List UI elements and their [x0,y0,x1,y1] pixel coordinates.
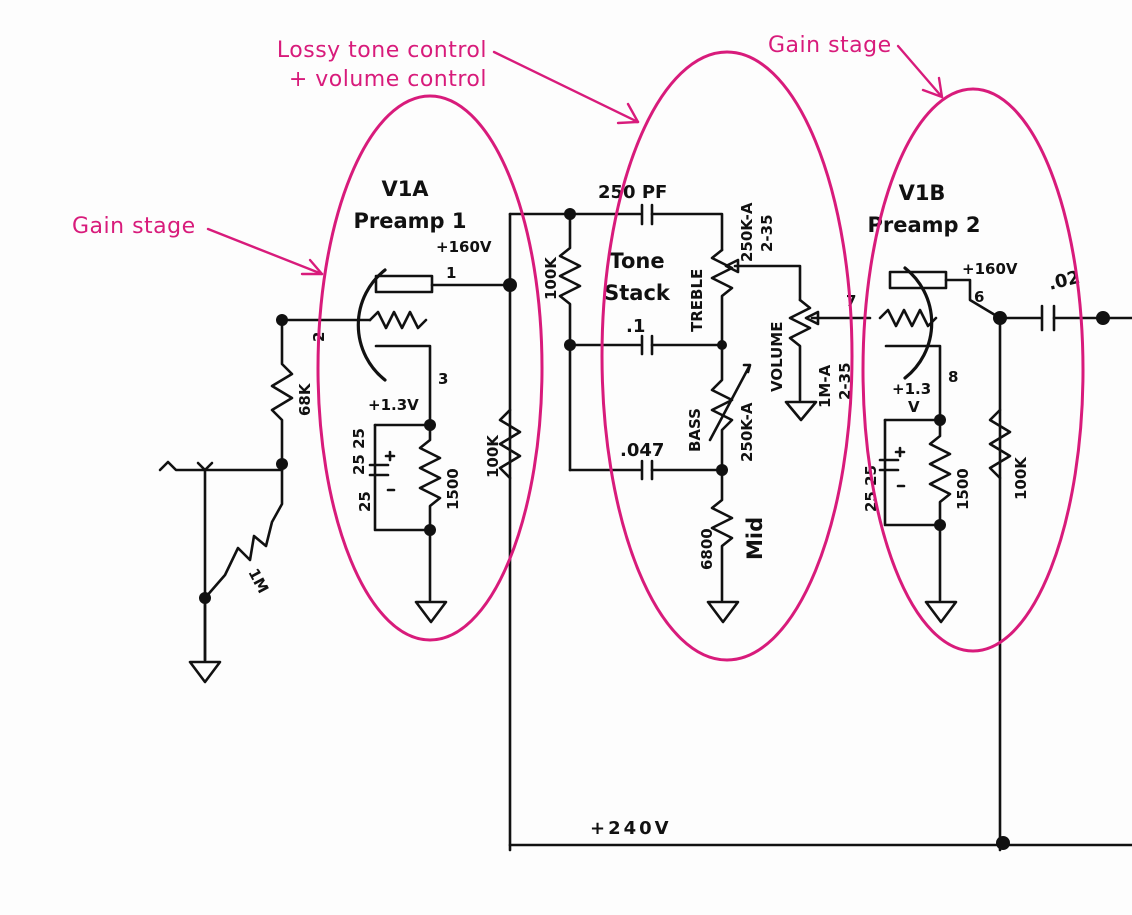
annotation-tone-control-line1: Lossy tone control [277,38,487,63]
junction-dot [503,278,517,292]
junction-dot [276,314,288,326]
junction-dot [716,464,728,476]
schematic-wires [158,203,1132,852]
pin-label: 8 [948,368,958,386]
annotation-arrows [206,44,944,276]
bass-pot-value: 250K-A [738,402,756,462]
cap-047-label: .047 [620,440,664,461]
output-terminal [1096,311,1110,325]
pin-label: 1 [446,264,456,282]
tone-stack-label: Stack [604,281,671,305]
v1b-title: Preamp 2 [868,213,981,237]
tone-stack-label: Tone [609,249,664,273]
cap-point1-label: .1 [626,316,645,337]
cathode-voltage-label: +1.3 [892,380,931,398]
junction-dot [934,414,946,426]
pin-label: 3 [438,370,448,388]
annotation-labels: Gain stage Lossy tone control + volume c… [72,33,892,239]
volume-pot-code: 2-35 [836,362,854,400]
resistor-1m-label: 1M [244,565,272,596]
tone-control-ellipse [600,50,854,662]
cathode-voltage-label: V [908,398,920,416]
mid-resistor-value: 6800 [698,528,716,570]
junction-dot [424,419,436,431]
volume-pot-label: VOLUME [768,322,786,392]
plate-voltage-label: +160V [436,238,492,256]
arrow-gain-stage-right [896,44,944,99]
capacitor-polarity-marks [384,446,906,492]
plate-resistor-label: 100K [1012,456,1030,500]
cathode-resistor-label: 1500 [444,468,462,510]
supply-voltage-label: +240V [590,818,672,839]
junction-dot [424,524,436,536]
arrow-tone-control [492,50,640,124]
plate-resistor-label: 100K [484,434,502,478]
cathode-cap-label: 25 [356,491,374,512]
cap-250pf-label: 250 PF [598,182,667,203]
volume-pot-value: 1M-A [816,364,834,408]
mid-label: Mid [743,517,767,560]
v1a-title: Preamp 1 [354,209,467,233]
pin-label: 6 [974,288,984,306]
treble-pot-label: TREBLE [688,269,706,332]
annotation-gain-stage-left: Gain stage [72,214,196,239]
junction-dot [199,592,211,604]
annotation-tone-control-line2: + volume control [289,67,487,92]
tone-resistor-label: 100K [542,256,560,300]
junction-dot [996,836,1010,850]
resistor-68k-label: 68K [296,382,314,416]
junction-dot [993,311,1007,325]
junction-dot [934,519,946,531]
treble-pot-code: 2-35 [758,214,776,252]
gain-stage-1-ellipse [316,94,544,642]
bass-pot-label: BASS [686,408,704,452]
gain-stage-2-ellipse [861,87,1085,653]
cathode-cap-label: 25 25 [350,428,368,475]
arrow-gain-stage-left [206,227,324,276]
cathode-resistor-label: 1500 [954,468,972,510]
treble-pot-value: 250K-A [738,202,756,262]
component-labels: V1A Preamp 1 +160V 1 2 3 +1.3V 68K 1M 25… [244,177,1082,839]
plate-voltage-label: +160V [962,260,1018,278]
v1a-name: V1A [381,177,429,201]
stage-highlights [316,50,1085,662]
junction-dot [564,339,576,351]
junction-dot [276,458,288,470]
junction-dot [717,340,727,350]
cathode-voltage-label: +1.3V [368,396,419,414]
junction-dots [199,208,1110,850]
junction-dot [564,208,576,220]
annotation-gain-stage-right: Gain stage [768,33,892,58]
v1b-name: V1B [899,181,946,205]
